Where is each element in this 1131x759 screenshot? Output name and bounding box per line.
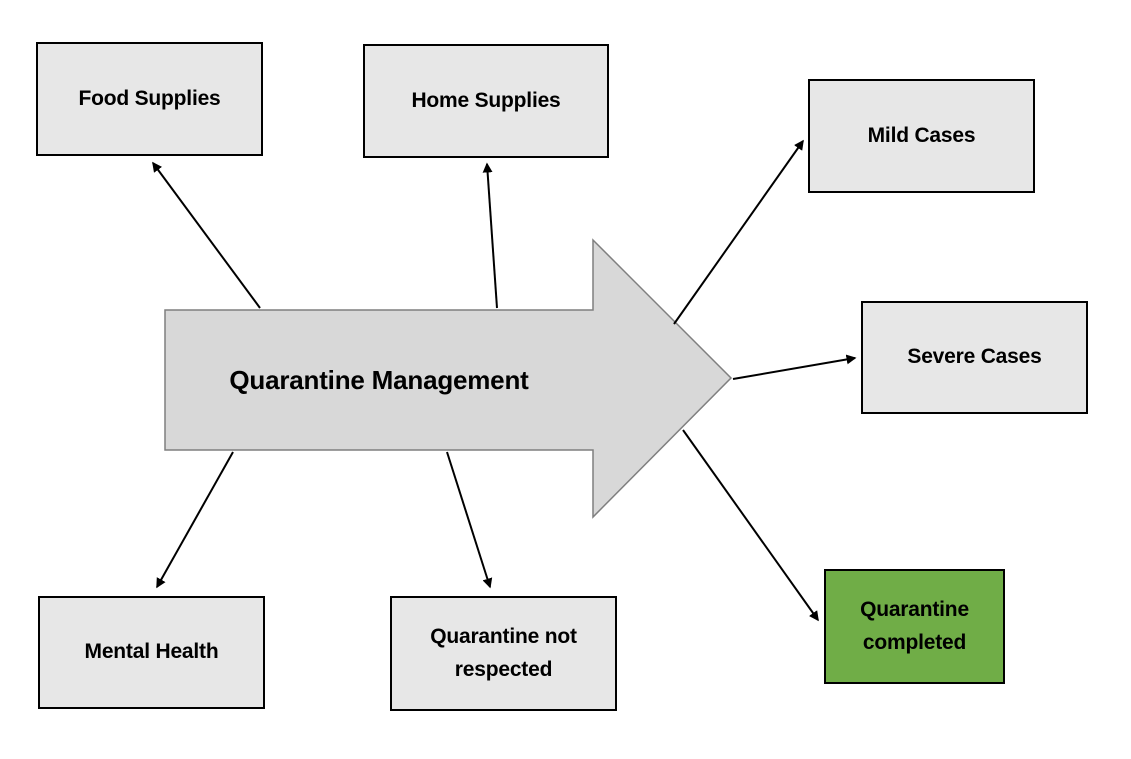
node-mental-health: Mental Health — [38, 596, 265, 709]
connector-mental-health — [156, 451, 234, 589]
connector-quarantine-not-respected — [446, 451, 493, 589]
connector-food-supplies — [152, 161, 261, 309]
node-home-supplies: Home Supplies — [363, 44, 609, 158]
connector-home-supplies — [482, 162, 498, 309]
central-arrow-label: Quarantine Management — [229, 364, 529, 395]
node-severe-cases-label: Severe Cases — [907, 345, 1042, 369]
node-quarantine-not-respected: Quarantine not respected — [390, 596, 617, 711]
connector-mild-cases — [673, 139, 804, 325]
node-mental-health-label: Mental Health — [84, 640, 219, 664]
connector-severe-cases — [732, 354, 857, 380]
node-food-supplies-label: Food Supplies — [78, 86, 221, 110]
node-quarantine-completed-label: Quarantine completed — [860, 597, 969, 654]
node-quarantine-completed: Quarantine completed — [824, 569, 1005, 684]
node-severe-cases: Severe Cases — [861, 301, 1088, 414]
node-home-supplies-label: Home Supplies — [411, 88, 561, 112]
node-mild-cases: Mild Cases — [808, 79, 1035, 193]
node-mild-cases-label: Mild Cases — [867, 123, 976, 147]
connector-quarantine-completed — [682, 429, 819, 622]
node-food-supplies: Food Supplies — [36, 42, 263, 156]
node-quarantine-not-respected-label: Quarantine not respected — [430, 624, 577, 681]
quarantine-management-arrow-shape — [164, 238, 733, 519]
